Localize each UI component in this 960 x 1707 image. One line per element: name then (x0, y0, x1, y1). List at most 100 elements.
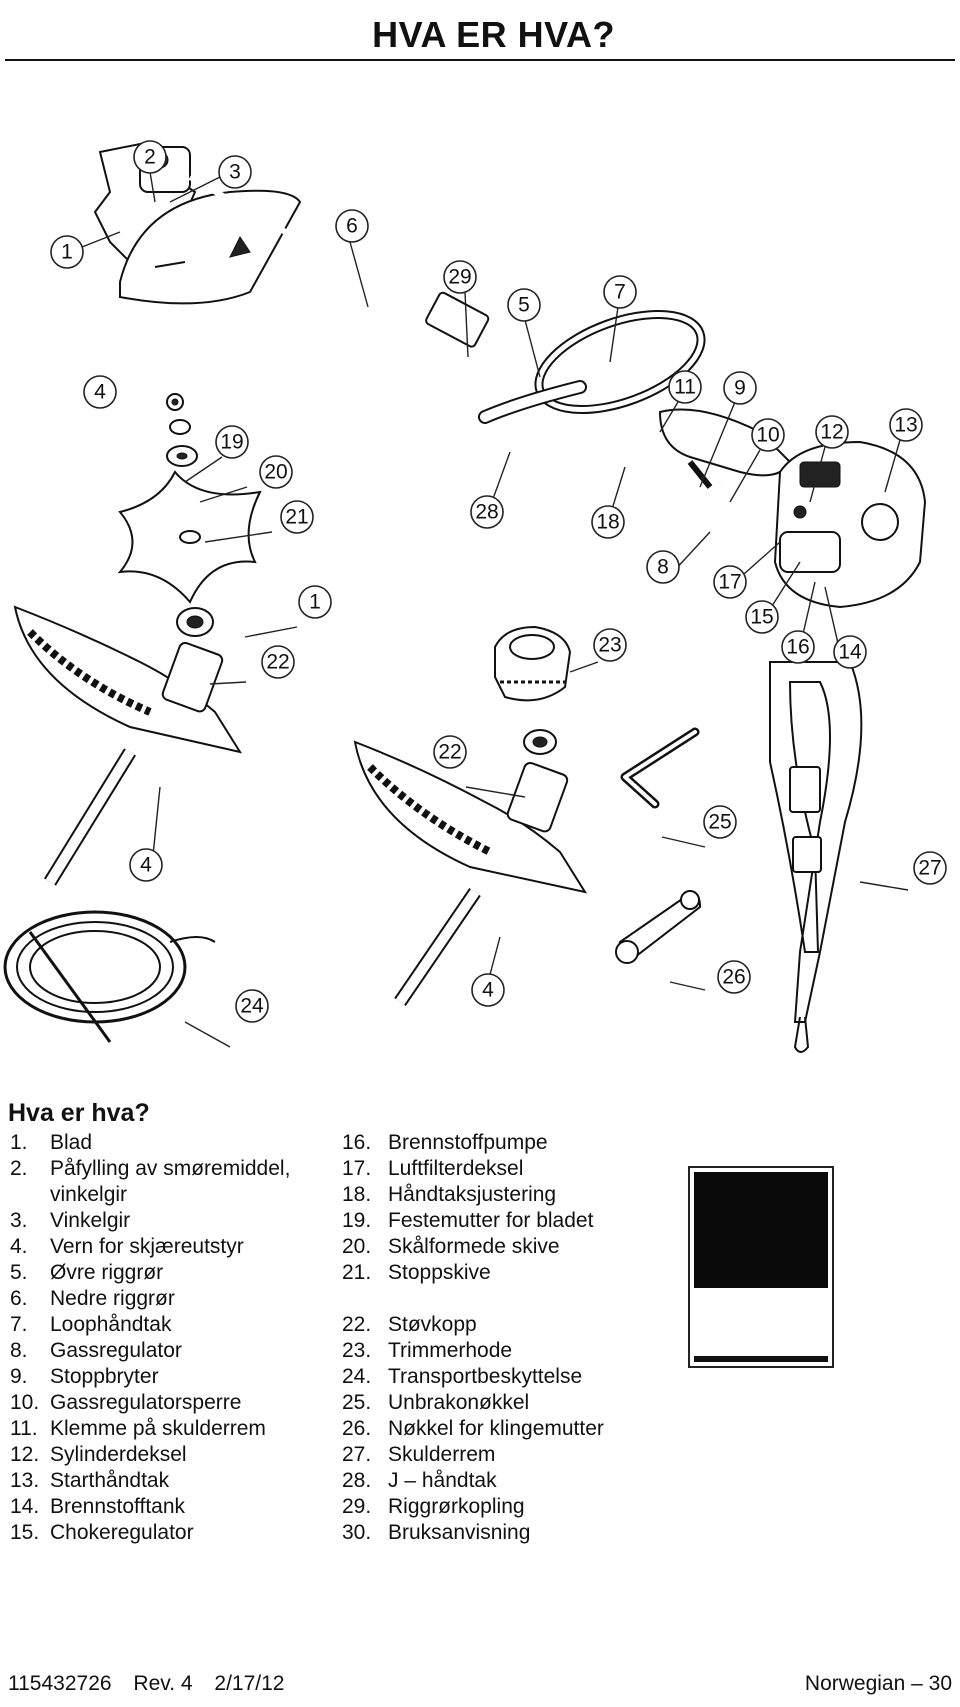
list-item: 12.Sylinderdeksel (10, 1443, 187, 1466)
list-item: 14.Brennstofftank (10, 1495, 186, 1518)
svg-text:12: 12 (820, 421, 843, 444)
callout-15: 15 (745, 600, 779, 634)
svg-text:24: 24 (240, 995, 264, 1018)
callout-17: 17 (713, 565, 747, 599)
callout-21: 21 (280, 500, 314, 534)
callout-11: 11 (668, 370, 702, 404)
svg-text:26: 26 (722, 966, 745, 989)
svg-text:14: 14 (838, 641, 862, 664)
list-item: 13.Starthåndtak (10, 1469, 170, 1492)
part-number: 115432726 (8, 1672, 112, 1695)
svg-text:6: 6 (346, 215, 358, 238)
callout-23: 23 (593, 628, 627, 662)
list-item: 2.Påfylling av smøremiddel, (10, 1157, 291, 1180)
transport-guard-illustration (3, 910, 187, 1024)
list-item: 7.Loophåndtak (10, 1313, 172, 1336)
svg-text:4: 4 (482, 979, 494, 1002)
svg-text:11: 11 (674, 376, 696, 399)
callout-25: 25 (703, 805, 737, 839)
svg-text:27: 27 (918, 857, 941, 880)
list-item: 26.Nøkkel for klingemutter (342, 1417, 604, 1440)
callout-12: 12 (815, 415, 849, 449)
list-item: 4.Vern for skjæreutstyr (10, 1235, 244, 1258)
callout-14: 14 (833, 635, 867, 669)
svg-text:7: 7 (614, 281, 626, 304)
svg-text:4: 4 (94, 381, 106, 404)
list-item: 24.Transportbeskyttelse (342, 1365, 583, 1388)
list-item: 16.Brennstoffpumpe (342, 1131, 548, 1154)
callout-18: 18 (591, 505, 625, 539)
list-item: 28.J – håndtak (342, 1469, 497, 1492)
list-item: 3.Vinkelgir (10, 1209, 131, 1232)
list-item: 25.Unbrakonøkkel (342, 1391, 530, 1414)
callout-8: 8 (646, 550, 680, 584)
list-item: 8.Gassregulator (10, 1339, 182, 1362)
list-item: 1.Blad (10, 1131, 93, 1154)
guard-assembly-right (353, 740, 588, 894)
svg-text:10: 10 (756, 424, 779, 447)
list-item: 15.Chokeregulator (10, 1521, 194, 1544)
callout-24: 24 (235, 989, 269, 1023)
callout-4-left: 4 (129, 848, 163, 882)
list-item: 6.Nedre riggrør (10, 1287, 175, 1310)
revision: Rev. 4 (133, 1672, 193, 1695)
svg-text:8: 8 (657, 556, 669, 579)
list-item: 21.Stoppskive (342, 1261, 491, 1284)
callout-2: 2 (133, 140, 167, 174)
list-item: 19.Festemutter for bladet (342, 1209, 594, 1232)
svg-text:22: 22 (438, 741, 461, 764)
operator-manual-image (688, 1166, 834, 1368)
list-item: 22.Støvkopp (342, 1313, 477, 1336)
date: 2/17/12 (214, 1672, 285, 1695)
callout-6: 6 (335, 209, 369, 243)
svg-text:19: 19 (220, 431, 243, 454)
svg-text:2: 2 (144, 146, 156, 169)
callout-4-right: 4 (471, 973, 505, 1007)
callout-4: 4 (83, 375, 117, 409)
svg-text:25: 25 (708, 811, 731, 834)
parts-diagram: 1 2 3 6 29 5 7 4 11 9 10 12 13 19 20 21 … (3, 140, 947, 1053)
callout-27: 27 (913, 851, 947, 885)
parts-list-heading: Hva er hva? (8, 1099, 150, 1127)
list-item: 27.Skulderrem (342, 1443, 496, 1466)
footer-doc-info: 115432726 Rev. 4 2/17/12 (8, 1672, 300, 1696)
list-item: 11.Klemme på skulderrem (10, 1417, 266, 1440)
svg-text:17: 17 (718, 571, 741, 594)
list-item: 30.Bruksanvisning (342, 1521, 531, 1544)
list-item: 17.Luftfilterdeksel (342, 1157, 524, 1180)
callout-29: 29 (443, 260, 477, 294)
guard-illustration (119, 189, 302, 305)
svg-text:28: 28 (475, 501, 498, 524)
list-item: 18.Håndtaksjustering (342, 1183, 557, 1206)
manual-bottom-bar (694, 1356, 828, 1362)
svg-text:29: 29 (448, 266, 471, 289)
svg-text:4: 4 (140, 854, 152, 877)
list-item: 5.Øvre riggrør (10, 1261, 164, 1284)
callout-3: 3 (218, 155, 252, 189)
callout-19: 19 (215, 425, 249, 459)
callout-22-left: 22 (261, 645, 295, 679)
list-item: 23.Trimmerhode (342, 1339, 513, 1362)
svg-text:23: 23 (598, 634, 621, 657)
svg-text:16: 16 (786, 636, 809, 659)
svg-text:3: 3 (229, 161, 241, 184)
title-divider (5, 59, 955, 61)
shoulder-strap-illustration (769, 661, 863, 1023)
parts-list-right: 16.Brennstoffpumpe 17.Luftfilterdeksel 1… (342, 1130, 604, 1546)
callout-13: 13 (889, 408, 923, 442)
svg-text:21: 21 (285, 506, 308, 529)
callout-1-blade-kit: 1 (298, 585, 332, 619)
callout-1: 1 (50, 235, 84, 269)
svg-text:5: 5 (518, 294, 530, 317)
page-number: Norwegian – 30 (804, 1672, 952, 1695)
callout-20: 20 (259, 455, 293, 489)
svg-text:20: 20 (264, 461, 287, 484)
callout-7: 7 (603, 275, 637, 309)
svg-text:1: 1 (309, 591, 321, 614)
callout-5: 5 (507, 288, 541, 322)
callout-10: 10 (751, 418, 785, 452)
svg-text:18: 18 (596, 511, 619, 534)
list-item: 20.Skålformede skive (342, 1235, 560, 1258)
engine-illustration (773, 440, 927, 609)
svg-text:13: 13 (894, 414, 917, 437)
